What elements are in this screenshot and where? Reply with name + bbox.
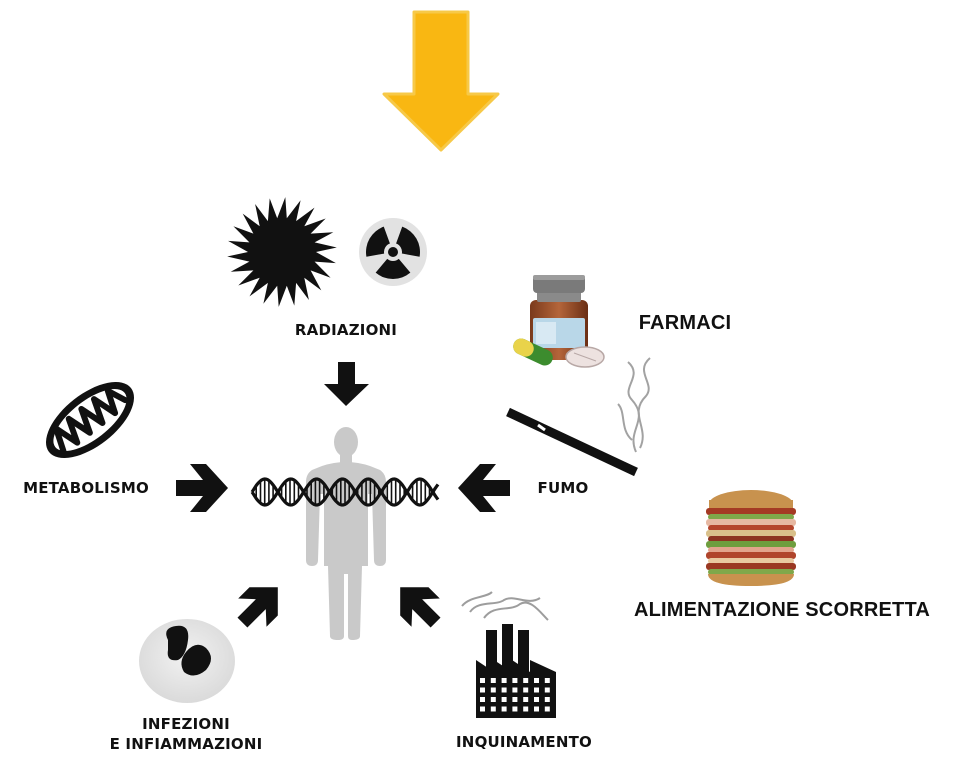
label-metabolismo: METABOLISMO bbox=[23, 479, 149, 497]
arrow-right-icon bbox=[176, 464, 228, 512]
factory-window bbox=[501, 697, 507, 702]
factory-window bbox=[480, 687, 485, 693]
factory-window bbox=[501, 678, 507, 683]
human-silhouette-icon bbox=[306, 427, 386, 640]
cell-icon bbox=[139, 619, 235, 703]
radiation-icon bbox=[359, 218, 427, 286]
mitochondrion-icon bbox=[46, 381, 134, 459]
label-infezioni: INFEZIONI bbox=[142, 715, 230, 733]
factory-window bbox=[523, 678, 529, 683]
factory-window bbox=[480, 697, 485, 702]
factory-window bbox=[534, 697, 539, 702]
arrow-up-left-icon bbox=[400, 587, 441, 628]
factory-window bbox=[523, 687, 529, 693]
factory-window bbox=[544, 706, 550, 712]
factory-window bbox=[512, 706, 518, 712]
factory-window bbox=[480, 706, 485, 712]
arrow-down-icon bbox=[324, 362, 369, 406]
factory-window bbox=[544, 697, 550, 702]
label-alimentazione-scorretta: ALIMENTAZIONE SCORRETTA bbox=[633, 599, 931, 621]
factory-window bbox=[523, 697, 529, 702]
label-inquinamento: INQUINAMENTO bbox=[456, 733, 592, 751]
factory-window bbox=[534, 678, 539, 683]
factory-window bbox=[544, 687, 550, 693]
factory-window bbox=[512, 697, 518, 702]
label-fumo: FUMO bbox=[537, 479, 589, 497]
factory-smoke-icon bbox=[461, 591, 549, 621]
factory-window bbox=[534, 706, 539, 712]
factory-window bbox=[544, 678, 550, 683]
cigarette-icon bbox=[506, 407, 638, 477]
label-radiazioni: RADIAZIONI bbox=[294, 321, 398, 339]
factory-window bbox=[480, 678, 485, 683]
factory-icon bbox=[476, 624, 556, 718]
sun-icon bbox=[227, 197, 337, 307]
top-down-arrow-icon bbox=[382, 10, 500, 152]
factory-window bbox=[501, 687, 507, 693]
factory-window bbox=[490, 678, 496, 683]
arrow-up-right-icon bbox=[237, 587, 278, 628]
label-farmaci: FARMACI bbox=[638, 312, 732, 334]
factory-window bbox=[490, 706, 496, 712]
burger-icon bbox=[706, 490, 796, 586]
smoke-icon bbox=[617, 357, 651, 453]
label-infiammazioni: E INFIAMMAZIONI bbox=[109, 735, 263, 753]
arrow-left-icon bbox=[458, 464, 510, 512]
dna-icon bbox=[250, 477, 440, 507]
factory-window bbox=[490, 687, 496, 693]
factory-window bbox=[501, 706, 507, 712]
factory-window bbox=[512, 687, 518, 693]
factory-window bbox=[512, 678, 518, 683]
factory-window bbox=[534, 687, 539, 693]
factory-window bbox=[523, 706, 529, 712]
factory-window bbox=[490, 697, 496, 702]
medicine-bottle-icon bbox=[513, 275, 605, 368]
